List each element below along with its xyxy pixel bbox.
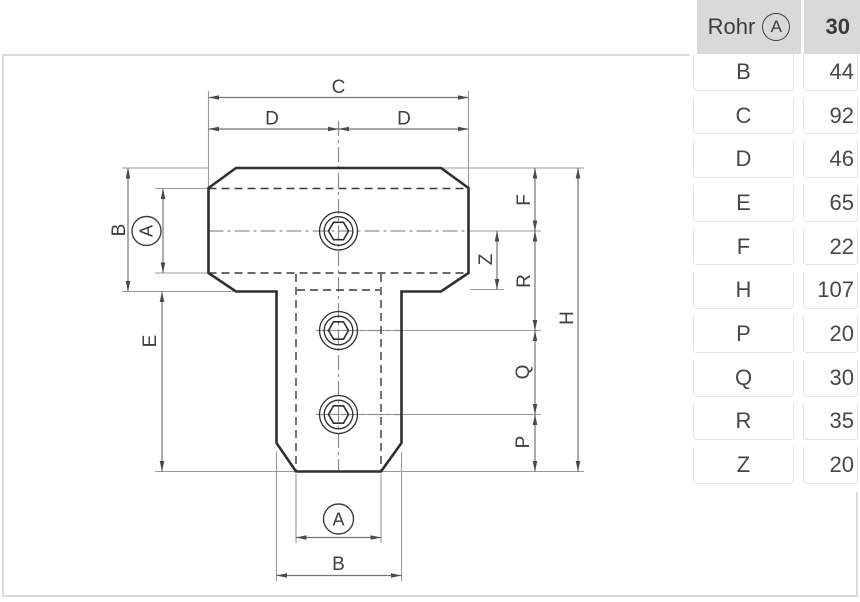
screw-hole-icon xyxy=(318,394,359,435)
part-outline xyxy=(207,166,470,473)
dim-label-d-left: D xyxy=(265,109,279,130)
dim-label-e: E xyxy=(140,335,161,348)
hidden-lines xyxy=(208,187,469,471)
spec-table-row: R 35 xyxy=(693,403,860,441)
dim-label-c: C xyxy=(332,77,346,98)
center-lines xyxy=(208,121,469,471)
dim-label-p: P xyxy=(513,436,534,449)
dimension-value-cell: 20 xyxy=(803,447,858,484)
dimension-name-cell: C xyxy=(693,97,794,135)
spec-table-row: H 107 xyxy=(693,272,860,310)
spec-table-rows: B 44 C 92 D 46 E 65 F 22 H 107 P 20 Q xyxy=(693,54,860,484)
dim-label-b-side: B xyxy=(109,224,130,237)
screw-hole-icon xyxy=(318,310,359,351)
dimension-labels: C D D B A E F Z R Q P H A B xyxy=(109,77,578,575)
screw-hole-icon xyxy=(318,211,359,251)
spec-header-title: Rohr xyxy=(707,14,756,39)
dim-label-r: R xyxy=(514,274,535,288)
spec-table-row: F 22 xyxy=(693,228,860,266)
spec-table: Rohr A 30 B 44 C 92 D 46 E 65 F 22 H 1 xyxy=(690,0,860,492)
dimension-value-cell: 107 xyxy=(803,272,858,310)
dimension-value-cell: 22 xyxy=(803,228,858,266)
dimension-name-cell: R xyxy=(693,403,794,441)
dim-label-a-bottom: A xyxy=(332,510,344,530)
dimension-name-cell: B xyxy=(693,54,794,91)
extension-lines xyxy=(122,91,584,581)
dimension-value-cell: 92 xyxy=(803,97,858,135)
dimension-value-cell: 20 xyxy=(803,316,858,353)
spec-table-row: Z 20 xyxy=(693,447,860,484)
spec-table-row: C 92 xyxy=(693,97,860,135)
dim-label-q: Q xyxy=(513,365,534,380)
dimension-value-cell: 35 xyxy=(803,403,858,441)
dimension-name-cell: P xyxy=(693,316,794,353)
spec-header-label-cell: Rohr A xyxy=(697,0,801,54)
dimension-value-cell: 44 xyxy=(803,54,858,91)
spec-table-row: E 65 xyxy=(693,185,860,222)
dimension-name-cell: Z xyxy=(693,447,794,484)
dimension-arrows xyxy=(125,95,581,578)
spec-header-value: 30 xyxy=(804,0,860,54)
dimension-value-cell: 46 xyxy=(803,141,858,179)
dim-label-a-side: A xyxy=(137,225,157,237)
dimension-name-cell: F xyxy=(693,228,794,266)
dim-label-z: Z xyxy=(476,253,497,265)
dimension-name-cell: D xyxy=(693,141,794,179)
dim-label-h: H xyxy=(557,311,578,325)
dimension-value-cell: 30 xyxy=(803,359,858,397)
dim-label-b-bottom: B xyxy=(332,554,345,575)
spec-table-row: D 46 xyxy=(693,141,860,179)
dim-label-d-right: D xyxy=(397,109,411,130)
tube-size-symbol-icon: A xyxy=(762,13,791,41)
dim-label-f: F xyxy=(514,194,535,206)
dimension-name-cell: E xyxy=(693,185,794,222)
spec-table-header: Rohr A 30 xyxy=(697,0,860,54)
dimension-name-cell: H xyxy=(693,272,794,310)
dimension-value-cell: 65 xyxy=(803,185,858,222)
dimension-name-cell: Q xyxy=(693,359,794,397)
spec-table-row: P 20 xyxy=(693,316,860,353)
tube-symbol-circle xyxy=(131,215,162,247)
spec-table-row: Q 30 xyxy=(693,359,860,397)
tube-symbol-circle xyxy=(322,503,355,535)
spec-table-row: B 44 xyxy=(693,54,860,91)
